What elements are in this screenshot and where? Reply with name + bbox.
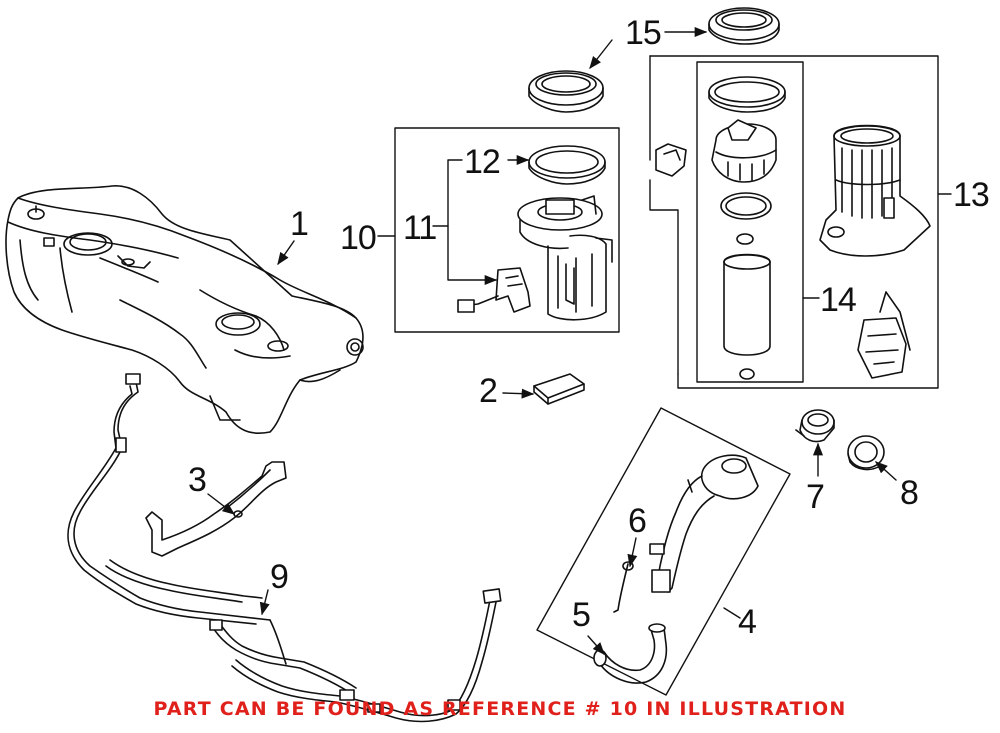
filler-neck-frame [536,407,791,696]
callout-15: 15 [625,14,662,52]
callout-4: 4 [738,603,757,641]
pad-part-2 [533,373,585,405]
callout-7: 7 [806,478,825,516]
callout-11: 11 [403,209,437,247]
filter-frame-inner [696,61,804,383]
callout-12: 12 [464,143,501,181]
callout-9: 9 [270,558,289,596]
filter-frame-outer [649,55,939,389]
cap-part-8 [847,435,885,471]
fuel-level-sender [457,267,531,313]
reference-note: PART CAN BE FOUND AS REFERENCE # 10 IN I… [153,698,847,720]
seal-rings [528,7,780,113]
callout-5: 5 [572,596,591,634]
callout-6: 6 [628,502,647,540]
callout-10: 10 [340,219,377,257]
filter-sensor [857,291,911,379]
leader-lines [207,26,952,655]
pump-module [517,195,613,321]
callout-2: 2 [479,372,498,410]
filter-housing [819,124,931,257]
lock-ring-12 [528,145,606,185]
pump-assembly-frame [394,127,620,333]
fuel-lines [67,373,502,723]
cap-part-7 [795,409,835,443]
filter-parts [655,76,786,380]
callout-14: 14 [820,281,857,319]
fuel-tank [5,185,364,434]
callout-3: 3 [188,461,207,499]
filler-neck [593,454,759,684]
callout-1: 1 [290,205,309,243]
callout-8: 8 [900,474,919,512]
callout-13: 13 [953,176,990,214]
tank-strap [145,461,287,557]
